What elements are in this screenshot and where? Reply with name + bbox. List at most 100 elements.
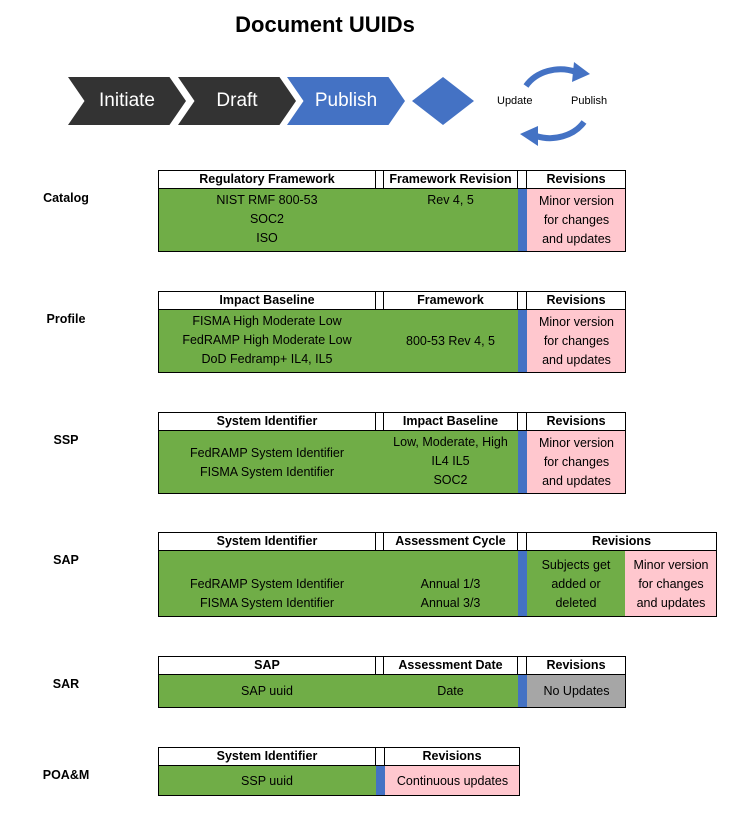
- value: for changes: [543, 455, 610, 469]
- profile-col2-values: 800-53 Rev 4, 5: [383, 310, 518, 373]
- value: No Updates: [543, 684, 610, 698]
- section-label-sap: SAP: [53, 553, 79, 567]
- decision-diamond: [412, 77, 474, 125]
- sar-col1-values: SAP uuid: [158, 675, 376, 708]
- sap-col1-values: FedRAMP System Identifier FISMA System I…: [158, 555, 376, 613]
- ssp-col1-values: FedRAMP System Identifier FISMA System I…: [158, 431, 376, 494]
- profile-body: [158, 310, 518, 373]
- profile-header-revisions: Revisions: [526, 291, 626, 310]
- catalog-header-col1: Regulatory Framework: [158, 170, 376, 189]
- cycle-update-label: Update: [497, 95, 533, 107]
- value: ISO: [256, 231, 278, 245]
- sar-header-revisions: Revisions: [526, 656, 626, 675]
- blue-divider: [518, 431, 527, 494]
- value: NIST RMF 800-53: [216, 193, 318, 207]
- value: Annual 1/3: [420, 577, 481, 591]
- value: Minor version: [633, 557, 709, 572]
- sar-revisions-cell: No Updates: [527, 675, 626, 708]
- ssp-header-revisions: Revisions: [526, 412, 626, 431]
- catalog-header-col2: Framework Revision: [383, 170, 518, 189]
- cycle-publish-label: Publish: [571, 95, 608, 107]
- section-label-sar: SAR: [52, 677, 80, 691]
- sap-revisions-minor-cell: Minor version for changes and updates: [625, 551, 717, 617]
- section-label-ssp: SSP: [53, 433, 79, 447]
- sap-body: [158, 551, 518, 617]
- catalog-header-revisions: Revisions: [526, 170, 626, 189]
- sap-revisions-subjects-cell: Subjects get added or deleted: [527, 551, 625, 617]
- value: 800-53 Rev 4, 5: [406, 334, 495, 348]
- value: SOC2: [249, 212, 285, 226]
- value: deleted: [555, 595, 597, 610]
- value: DoD Fedramp+ IL4, IL5: [201, 352, 333, 366]
- value: Minor version: [538, 315, 615, 329]
- page-title: Document UUIDs: [235, 12, 415, 37]
- workflow-step-publish: Publish: [287, 77, 405, 125]
- section-label-profile: Profile: [46, 312, 86, 326]
- section-label-poam: POA&M: [42, 768, 90, 782]
- value: for changes: [638, 576, 704, 591]
- workflow-step-draft: Draft: [178, 77, 296, 125]
- step-label: Draft: [216, 90, 258, 111]
- value: FISMA High Moderate Low: [192, 314, 342, 328]
- sar-col2-values: Date: [383, 675, 518, 708]
- sap-header-col2: Assessment Cycle: [383, 532, 518, 551]
- blue-divider: [518, 310, 527, 373]
- blue-divider: [518, 551, 527, 617]
- value: FISMA System Identifier: [199, 596, 335, 610]
- value: FedRAMP System Identifier: [190, 445, 344, 460]
- value: and updates: [542, 474, 611, 488]
- value: SOC2: [433, 473, 468, 487]
- value: FISMA System Identifier: [199, 464, 335, 479]
- value: Low, Moderate, High: [393, 435, 508, 449]
- poam-col1-values: SSP uuid: [158, 766, 376, 796]
- sar-body: [158, 675, 518, 708]
- value: SAP uuid: [241, 684, 293, 698]
- blue-divider: [518, 675, 527, 708]
- value: Minor version: [538, 194, 615, 208]
- value: and updates: [542, 353, 611, 367]
- blue-divider: [518, 189, 527, 252]
- sap-col2-values: Annual 1/3 Annual 3/3: [383, 555, 518, 613]
- value: added or: [551, 576, 601, 591]
- value: FedRAMP High Moderate Low: [182, 333, 352, 347]
- profile-revisions-cell: Minor version for changes and updates: [527, 310, 626, 373]
- poam-header-revisions: Revisions: [384, 747, 520, 766]
- ssp-col2-values: Low, Moderate, High IL4 IL5 SOC2: [383, 433, 518, 490]
- value: SSP uuid: [241, 773, 293, 788]
- step-label: Publish: [314, 90, 378, 111]
- profile-header-col1: Impact Baseline: [158, 291, 376, 310]
- catalog-col2-values: Rev 4, 5: [383, 191, 518, 210]
- value: FedRAMP System Identifier: [190, 577, 344, 591]
- value: and updates: [542, 232, 611, 246]
- value: for changes: [543, 334, 610, 348]
- sar-header-col2: Assessment Date: [383, 656, 518, 675]
- poam-revisions-cell: Continuous updates: [385, 766, 520, 796]
- profile-header-col2: Framework: [383, 291, 518, 310]
- workflow-step-initiate: Initiate: [68, 77, 186, 125]
- value: Annual 3/3: [420, 596, 481, 610]
- value: Continuous updates: [396, 773, 509, 788]
- poam-header-col1: System Identifier: [158, 747, 376, 766]
- catalog-revisions-cell: Minor version for changes and updates: [527, 189, 626, 252]
- ssp-header-col1: System Identifier: [158, 412, 376, 431]
- catalog-col1-values: NIST RMF 800-53 SOC2 ISO: [158, 191, 376, 248]
- cycle-arrows-icon: [520, 62, 590, 146]
- value: and updates: [636, 595, 706, 610]
- ssp-body: [158, 431, 518, 494]
- value: Rev 4, 5: [427, 193, 474, 207]
- step-label: Initiate: [99, 90, 155, 111]
- value: Subjects get: [541, 557, 611, 572]
- sar-header-col1: SAP: [158, 656, 376, 675]
- blue-divider: [376, 766, 385, 796]
- value: IL4 IL5: [431, 454, 470, 468]
- value: for changes: [543, 213, 610, 227]
- sap-header-revisions: Revisions: [526, 532, 717, 551]
- sap-header-col1: System Identifier: [158, 532, 376, 551]
- value: Date: [437, 684, 464, 698]
- ssp-revisions-cell: Minor version for changes and updates: [527, 431, 626, 494]
- value: Minor version: [538, 436, 615, 450]
- profile-col1-values: FISMA High Moderate Low FedRAMP High Mod…: [158, 312, 376, 369]
- catalog-body: [158, 189, 518, 252]
- ssp-header-col2: Impact Baseline: [383, 412, 518, 431]
- section-label-catalog: Catalog: [43, 191, 89, 205]
